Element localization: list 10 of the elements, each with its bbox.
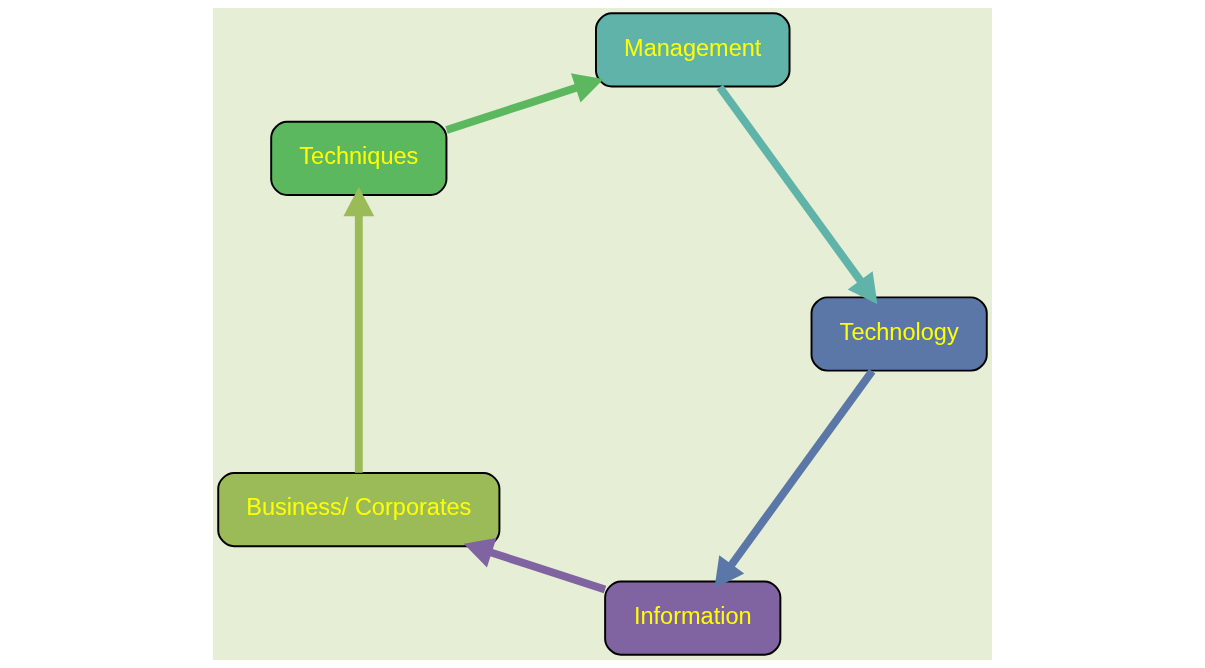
node-box: Management (595, 12, 791, 88)
node-box: Technology (810, 296, 988, 372)
arrow (714, 368, 876, 589)
arrow (445, 73, 604, 134)
arrow (463, 538, 607, 594)
arrow (343, 186, 375, 473)
node-box: Techniques (270, 120, 448, 197)
node-box: Business/ Corporates (217, 471, 501, 548)
arrow (716, 84, 878, 305)
node-box: Information (604, 580, 782, 656)
